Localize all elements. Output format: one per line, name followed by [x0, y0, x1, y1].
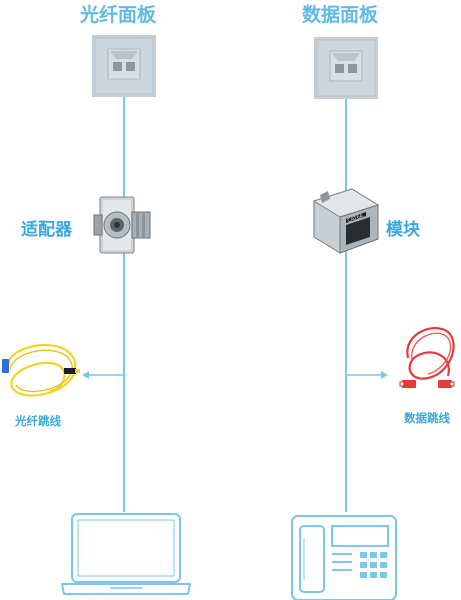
fiber-patch-cord-image — [2, 343, 80, 397]
laptop-icon — [61, 513, 191, 595]
data-cable-label: 数据跳线 — [404, 411, 450, 425]
right-connection-line — [345, 99, 347, 512]
right-arrow-icon — [346, 371, 388, 379]
data-panel-title: 数据面板 — [302, 4, 379, 26]
data-panel-icon — [314, 37, 378, 99]
rj45-module-image: CAT6A — [312, 188, 380, 254]
module-print-text: CAT6A — [347, 213, 365, 224]
fiber-cable-label: 光纤跳线 — [15, 414, 61, 428]
fiber-panel-title: 光纤面板 — [80, 4, 157, 26]
fiber-adapter-image — [93, 196, 151, 254]
phone-icon — [291, 515, 397, 600]
left-arrow-icon — [82, 371, 124, 379]
module-label: 模块 — [386, 220, 420, 240]
data-patch-cord-image — [399, 327, 455, 388]
fiber-panel-icon — [92, 35, 156, 97]
adapter-label: 适配器 — [21, 220, 72, 240]
left-connection-line — [123, 97, 125, 512]
